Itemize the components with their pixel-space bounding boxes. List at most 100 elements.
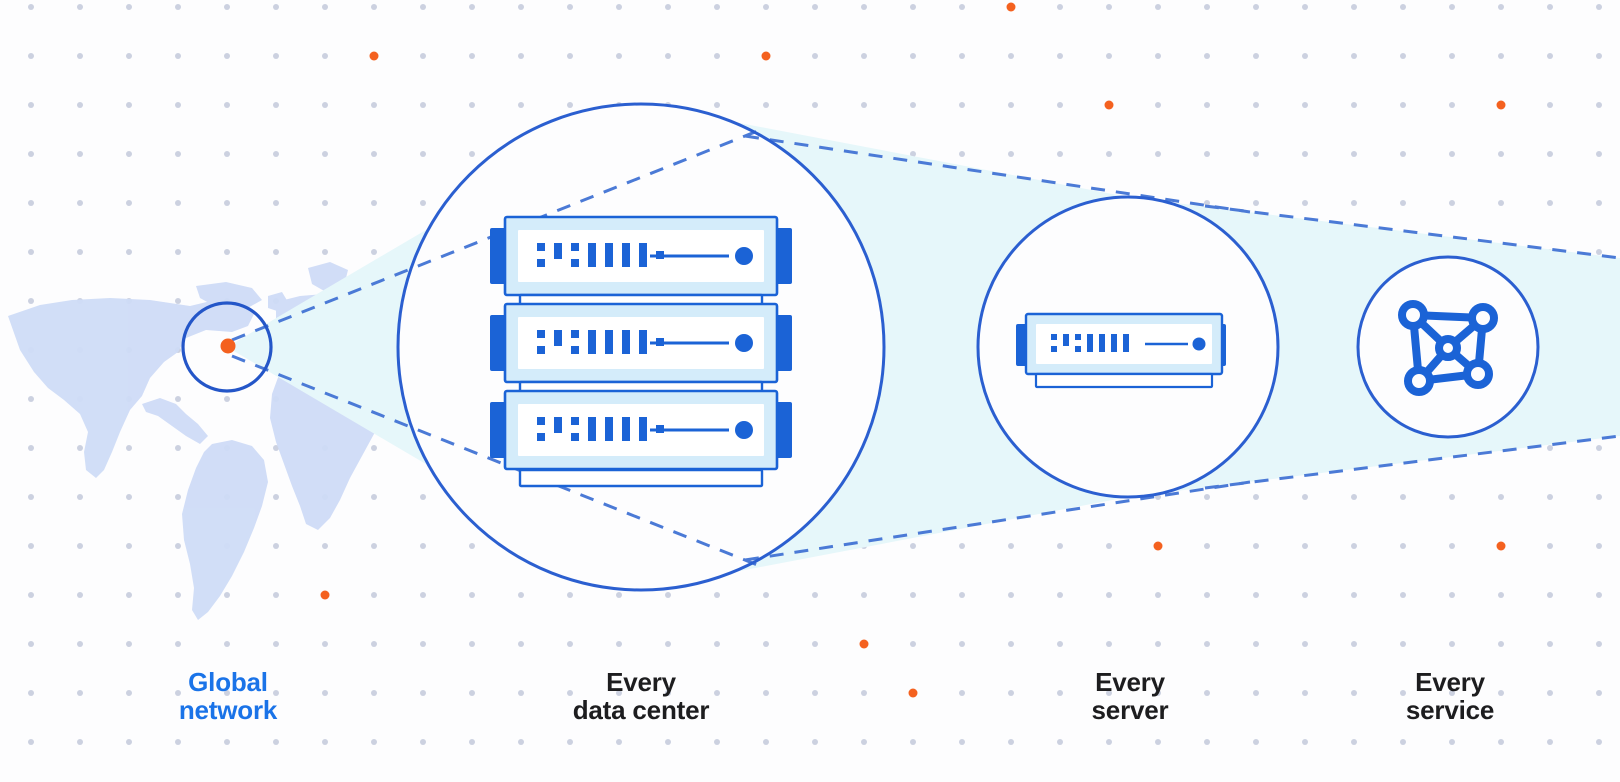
grid-dot: [1057, 53, 1063, 59]
grid-dot: [175, 249, 181, 255]
grid-dot: [126, 151, 132, 157]
grid-dot: [371, 494, 377, 500]
grid-dot: [273, 592, 279, 598]
grid-dot: [273, 739, 279, 745]
grid-dot: [763, 641, 769, 647]
grid-dot: [1155, 641, 1161, 647]
grid-dot: [1057, 739, 1063, 745]
grid-dot: [567, 102, 573, 108]
grid-dot: [77, 200, 83, 206]
grid-dot: [1253, 543, 1259, 549]
grid-dot: [371, 739, 377, 745]
grid-dot: [567, 592, 573, 598]
grid-dot: [469, 739, 475, 745]
grid-dot: [1302, 200, 1308, 206]
grid-dot: [28, 445, 34, 451]
grid-dot: [1008, 641, 1014, 647]
dash-srv-svc-bottom: [1204, 434, 1620, 490]
grid-dot: [1547, 739, 1553, 745]
grid-dot: [910, 543, 916, 549]
global-network-circle: [181, 301, 273, 393]
grid-dot: [1449, 151, 1455, 157]
grid-dot: [1498, 592, 1504, 598]
service-circle: [1356, 255, 1540, 439]
grid-dot: [1498, 739, 1504, 745]
grid-dot: [1547, 4, 1553, 10]
grid-dot: [1498, 690, 1504, 696]
grid-dot: [175, 4, 181, 10]
grid-dot: [567, 690, 573, 696]
grid-dot: [420, 739, 426, 745]
grid-dot: [1547, 690, 1553, 696]
grid-dot: [959, 53, 965, 59]
grid-dot: [1596, 739, 1602, 745]
grid-dot: [1351, 102, 1357, 108]
grid-dot: [1596, 249, 1602, 255]
server-rack-unit-3: [490, 389, 792, 471]
grid-dot: [420, 102, 426, 108]
grid-dot: [1057, 690, 1063, 696]
mesh-node-center: [1435, 335, 1461, 361]
grid-dot: [126, 445, 132, 451]
grid-dot: [420, 494, 426, 500]
grid-dot: [126, 249, 132, 255]
server-status-dot: [735, 247, 753, 265]
server-status-dot: [735, 421, 753, 439]
grid-dot: [959, 4, 965, 10]
grid-dot: [665, 4, 671, 10]
grid-dot: [763, 102, 769, 108]
grid-dot: [322, 200, 328, 206]
grid-dot: [1547, 200, 1553, 206]
grid-dot: [420, 690, 426, 696]
grid-dot: [1253, 739, 1259, 745]
grid-dot: [1547, 641, 1553, 647]
grid-dot: [1253, 151, 1259, 157]
grid-dot: [1057, 641, 1063, 647]
server-unit-icon: [1016, 312, 1226, 389]
grid-dot: [959, 102, 965, 108]
grid-dot: [273, 249, 279, 255]
server-rack-base: [518, 468, 764, 488]
grid-dot: [861, 102, 867, 108]
grid-dot: [1400, 102, 1406, 108]
grid-dot: [469, 641, 475, 647]
grid-dot: [224, 641, 230, 647]
grid-dot: [1547, 494, 1553, 500]
grid-dot: [1253, 4, 1259, 10]
mesh-node-top-left: [1398, 300, 1428, 330]
grid-dot: [77, 249, 83, 255]
grid-dot: [1351, 690, 1357, 696]
grid-dot: [1204, 200, 1210, 206]
grid-dot: [1449, 4, 1455, 10]
server-led-grid: [537, 330, 664, 354]
grid-dot: [1155, 690, 1161, 696]
grid-dot: [665, 690, 671, 696]
grid-dot: [1596, 690, 1602, 696]
grid-dot: [763, 4, 769, 10]
grid-dot: [77, 102, 83, 108]
grid-dot: [322, 151, 328, 157]
grid-dot: [1302, 592, 1308, 598]
grid-dot: [1596, 151, 1602, 157]
grid-dot: [273, 445, 279, 451]
grid-dot: [1057, 4, 1063, 10]
grid-dot: [1547, 592, 1553, 598]
grid-dot: [420, 200, 426, 206]
grid-dot: [812, 102, 818, 108]
grid-dot: [28, 53, 34, 59]
grid-dot: [1351, 4, 1357, 10]
grid-dot: [469, 151, 475, 157]
grid-dot: [1400, 4, 1406, 10]
grid-dot: [224, 4, 230, 10]
grid-dot: [175, 445, 181, 451]
grid-dot: [77, 151, 83, 157]
grid-dot: [1547, 543, 1553, 549]
grid-dot: [175, 53, 181, 59]
grid-dot: [1106, 641, 1112, 647]
grid-dot: [273, 641, 279, 647]
grid-dot: [1449, 690, 1455, 696]
grid-dot: [518, 53, 524, 59]
grid-dot: [126, 200, 132, 206]
grid-dot: [28, 739, 34, 745]
grid-dot: [1400, 543, 1406, 549]
